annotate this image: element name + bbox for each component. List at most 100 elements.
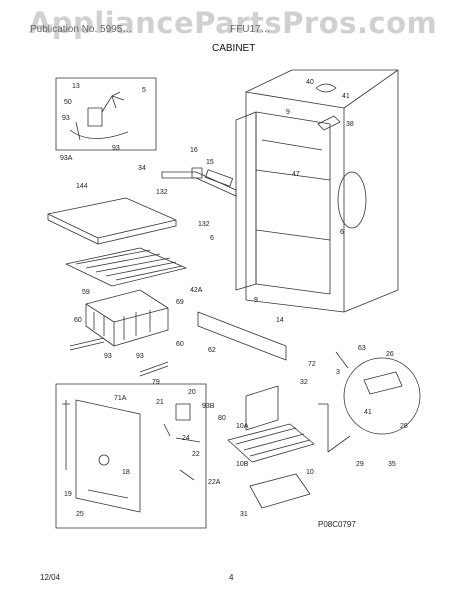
wiring-24-drawing bbox=[163, 423, 201, 481]
callout-35: 35 bbox=[388, 461, 396, 468]
callout-63: 63 bbox=[358, 345, 366, 352]
shelf-144-drawing bbox=[47, 197, 177, 239]
rear-coil-outline bbox=[337, 171, 367, 229]
callout-18: 18 bbox=[122, 469, 130, 476]
label-25-drawing bbox=[87, 489, 129, 499]
liner-rails bbox=[255, 139, 331, 241]
callout-26: 26 bbox=[386, 351, 394, 358]
callout-28: 28 bbox=[400, 423, 408, 430]
basket-slide-60b bbox=[139, 361, 169, 377]
heater-coil-tubes bbox=[235, 427, 311, 457]
leader-detail bbox=[335, 351, 349, 369]
callout-5: 5 bbox=[142, 87, 146, 94]
grille-62-drawing bbox=[197, 311, 287, 361]
fan-blade-drawing bbox=[101, 91, 125, 113]
light-socket-16-drawing bbox=[191, 167, 203, 179]
callout-80: 80 bbox=[218, 415, 226, 422]
basket-wires bbox=[93, 310, 151, 340]
inset-93a-frame bbox=[55, 77, 157, 151]
callout-71a: 71A bbox=[114, 395, 127, 402]
callout-32: 32 bbox=[300, 379, 308, 386]
callout-24: 24 bbox=[182, 435, 190, 442]
callout-6-left: 6 bbox=[210, 235, 214, 242]
callout-21: 21 bbox=[156, 399, 164, 406]
callout-132-b: 132 bbox=[198, 221, 210, 228]
drain-pan-31-drawing bbox=[249, 473, 311, 509]
wire-shelf-grid bbox=[75, 249, 183, 281]
callout-72: 72 bbox=[308, 361, 316, 368]
callout-93-mid: 93 bbox=[112, 145, 120, 152]
wire-shelf-drawing bbox=[65, 247, 187, 287]
page-number: 4 bbox=[229, 573, 234, 582]
shelf-144-edge bbox=[47, 214, 177, 245]
callout-3: 3 bbox=[336, 369, 340, 376]
callout-60-b: 60 bbox=[176, 341, 184, 348]
callout-9-top: 9 bbox=[286, 109, 290, 116]
tube-15-drawing bbox=[205, 169, 233, 187]
drain-tube-10-drawing bbox=[318, 403, 351, 453]
callout-25: 25 bbox=[76, 511, 84, 518]
bracket-34-drawing bbox=[161, 171, 237, 197]
heater-coil-drawing bbox=[227, 423, 315, 463]
hinge-cap-drawing bbox=[315, 83, 337, 93]
knob-18-drawing bbox=[98, 454, 110, 466]
callout-62: 62 bbox=[208, 347, 216, 354]
callout-22a: 22A bbox=[208, 479, 221, 486]
callout-16: 16 bbox=[190, 147, 198, 154]
callout-6-right: 6 bbox=[340, 229, 344, 236]
callout-60-a: 60 bbox=[74, 317, 82, 324]
callout-22: 22 bbox=[192, 451, 200, 458]
callout-93b: 93B bbox=[202, 403, 215, 410]
detail-circle-drawing bbox=[343, 357, 421, 435]
callout-20: 20 bbox=[188, 389, 196, 396]
callout-69: 69 bbox=[176, 299, 184, 306]
drawing-number: P08C0797 bbox=[318, 520, 356, 529]
callout-40: 40 bbox=[306, 79, 314, 86]
bracket-93-drawing bbox=[69, 121, 129, 141]
callout-47: 47 bbox=[292, 171, 300, 178]
watermark-logo: AppliancePartsPros.com bbox=[28, 6, 438, 40]
cabinet-edges bbox=[245, 69, 399, 312]
fan-motor-drawing bbox=[87, 107, 103, 127]
callout-labels: 13 5 50 93 93 93A 40 41 38 9 16 15 34 47… bbox=[60, 79, 408, 518]
callout-19: 19 bbox=[64, 491, 72, 498]
top-hinge-drawing bbox=[317, 115, 341, 131]
callout-14: 14 bbox=[276, 317, 284, 324]
model-number: FFU17… bbox=[230, 24, 271, 35]
callout-41-top: 41 bbox=[342, 93, 350, 100]
callout-9-mid: 9 bbox=[254, 297, 258, 304]
callout-31: 31 bbox=[240, 511, 248, 518]
publication-header: Publication No. 5995… FFU17… bbox=[30, 24, 271, 35]
leveling-bracket-drawing bbox=[363, 371, 403, 395]
callout-15: 15 bbox=[206, 159, 214, 166]
inset-control-frame bbox=[55, 383, 207, 529]
callout-59: 59 bbox=[82, 289, 90, 296]
callout-42a: 42A bbox=[190, 287, 203, 294]
callout-34: 34 bbox=[138, 165, 146, 172]
cabinet-outer bbox=[245, 69, 399, 313]
callout-93-low: 93 bbox=[104, 353, 112, 360]
basket-59-drawing bbox=[85, 289, 169, 347]
switch-20-drawing bbox=[175, 403, 191, 421]
basket-slide-60 bbox=[69, 337, 105, 351]
publication-number: Publication No. 5995… bbox=[30, 24, 133, 35]
callout-93a: 93A bbox=[60, 155, 73, 162]
callout-38: 38 bbox=[346, 121, 354, 128]
callout-10: 10 bbox=[306, 469, 314, 476]
callout-79: 79 bbox=[152, 379, 160, 386]
hinge-19-drawing bbox=[62, 400, 70, 470]
callout-132-a: 132 bbox=[156, 189, 168, 196]
callout-10a: 10A bbox=[236, 423, 249, 430]
callout-29: 29 bbox=[356, 461, 364, 468]
cabinet-liner bbox=[255, 111, 331, 295]
section-title: CABINET bbox=[212, 43, 256, 54]
callout-50: 50 bbox=[64, 99, 72, 106]
control-panel-71a-drawing bbox=[75, 399, 141, 513]
footer-date: 12/04 bbox=[40, 573, 61, 582]
callout-41-bot: 41 bbox=[364, 409, 372, 416]
callout-144: 144 bbox=[76, 183, 88, 190]
callout-10b: 10B bbox=[236, 461, 249, 468]
callout-93-bot: 93 bbox=[136, 353, 144, 360]
cabinet-front-flange bbox=[235, 111, 257, 291]
callout-93-top: 93 bbox=[62, 115, 70, 122]
